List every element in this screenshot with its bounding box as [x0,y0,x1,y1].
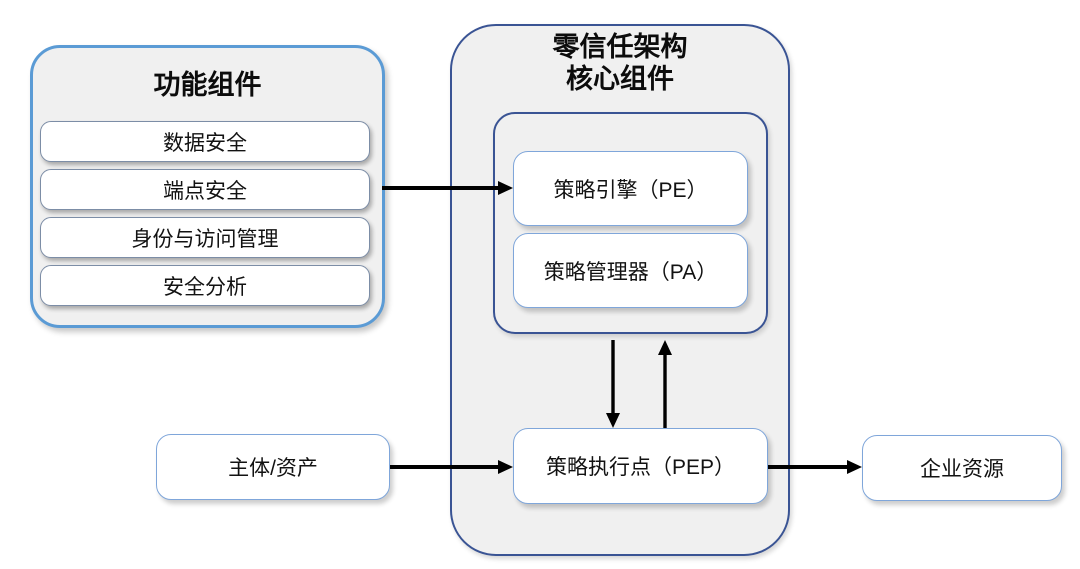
left-item-label: 身份与访问管理 [131,227,279,251]
left-item-security-analytics[interactable]: 安全分析 [40,265,370,306]
left-item-label: 数据安全 [163,131,247,155]
enterprise-resource-box[interactable]: 企业资源 [862,435,1062,501]
policy-administrator-label: 策略管理器（PA） [543,260,718,284]
left-item-label: 端点安全 [163,179,247,203]
policy-administrator-box[interactable]: 策略管理器（PA） [513,233,748,308]
subject-asset-label: 主体/资产 [228,457,318,480]
left-item-endpoint-security[interactable]: 端点安全 [40,169,370,210]
policy-enforcement-point-label: 策略执行点（PEP） [545,456,736,479]
policy-engine-box[interactable]: 策略引擎（PE） [513,151,748,226]
left-item-data-security[interactable]: 数据安全 [40,121,370,162]
left-item-identity-access-management[interactable]: 身份与访问管理 [40,217,370,258]
policy-enforcement-point-box[interactable]: 策略执行点（PEP） [513,428,768,504]
zero-trust-core-title: 零信任架构 核心组件 [552,32,688,94]
enterprise-resource-label: 企业资源 [920,458,1004,481]
left-item-label: 安全分析 [163,275,247,299]
subject-asset-box[interactable]: 主体/资产 [156,434,390,500]
policy-engine-label: 策略引擎（PE） [553,178,708,202]
functional-components-title: 功能组件 [153,70,262,100]
